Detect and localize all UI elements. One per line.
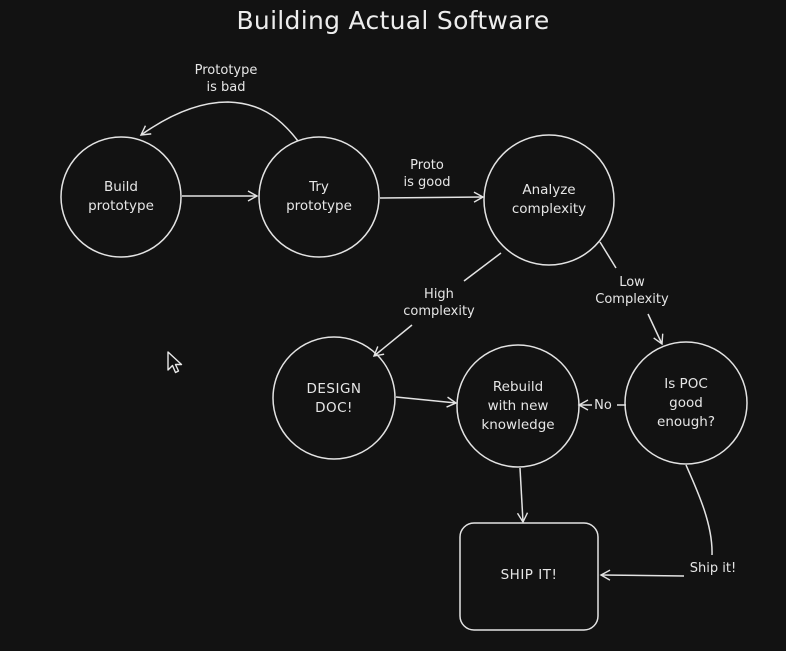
mouse-pointer-icon	[167, 351, 183, 374]
node-label-is-poc-good: Is POC good enough?	[657, 376, 715, 430]
edge-label-high-complexity: High complexity	[403, 287, 475, 319]
edge-label-no: No	[594, 398, 612, 413]
edge-label-ship-it: Ship it!	[689, 561, 737, 576]
node-ship-it[interactable]	[459, 522, 599, 631]
edge-high-complexity-lower	[372, 324, 413, 357]
diagram-title: Building Actual Software	[236, 6, 550, 35]
edge-prototype-is-bad	[139, 101, 299, 142]
node-build-prototype[interactable]	[60, 136, 182, 258]
node-try-prototype[interactable]	[258, 136, 380, 258]
node-is-poc-good[interactable]	[624, 341, 748, 465]
edge-label-proto-is-good: Proto is good	[403, 158, 451, 190]
edge-proto-is-good	[379, 191, 485, 203]
edge-low-complexity-lower	[647, 313, 664, 346]
edge-rebuild-to-ship	[516, 467, 529, 524]
edge-design-to-rebuild	[395, 396, 458, 408]
node-label-design-doc: DESIGN DOC!	[306, 381, 362, 416]
node-label-build-prototype: Build prototype	[88, 179, 154, 214]
node-label-try-prototype: Try prototype	[286, 179, 352, 214]
node-design-doc[interactable]	[272, 336, 396, 460]
edge-ship-it-vertical	[685, 464, 713, 556]
edge-low-complexity-upper	[599, 241, 617, 269]
edge-high-complexity-upper	[463, 252, 502, 282]
node-label-ship-it: SHIP IT!	[500, 567, 558, 583]
node-label-analyze-complexity: Analyze complexity	[511, 182, 587, 217]
edge-label-low-complexity: Low Complexity	[595, 275, 669, 307]
edge-ship-it-horizontal	[599, 569, 685, 581]
edge-label-prototype-is-bad: Prototype is bad	[194, 63, 258, 95]
node-label-rebuild: Rebuild with new knowledge	[481, 379, 555, 433]
